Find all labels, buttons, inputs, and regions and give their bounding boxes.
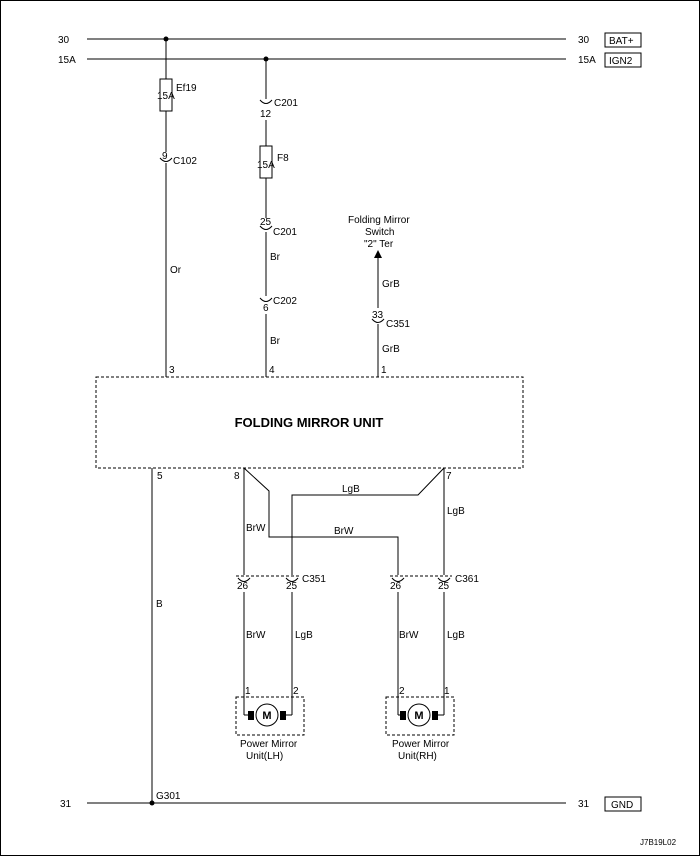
c102-pin: 9	[162, 151, 168, 162]
motor-rh: 2 1 M Power Mirror Unit(RH)	[385, 686, 455, 762]
motor-lh-box	[235, 696, 305, 736]
connector-c201-b	[259, 225, 273, 230]
c201-b-pin: 25	[260, 217, 272, 228]
connector-c351-top	[371, 318, 385, 323]
wire-lgb-lh-label: LgB	[295, 630, 313, 641]
wire-brw-rh-label: BrW	[399, 630, 419, 641]
ign-terminal-label: IGN2	[609, 56, 633, 67]
motor-lh-symbol: M	[262, 710, 271, 722]
wire-brw-lh-label: BrW	[246, 630, 266, 641]
motor-lh-label-1: Power Mirror	[240, 739, 298, 750]
wire-brw-left-label: BrW	[246, 523, 266, 534]
wire-brw-mid-label: BrW	[334, 526, 354, 537]
c351-lh-pin-a: 26	[237, 581, 249, 592]
connector-c202	[259, 297, 273, 302]
c351-top-name: C351	[386, 319, 410, 330]
c361-pin-a: 26	[390, 581, 402, 592]
branch-ef19: Ef19 15A 9 C102 Or	[157, 39, 197, 377]
motor-rh-symbol: M	[414, 710, 423, 722]
c361-pin-b: 25	[438, 581, 450, 592]
unit-pin-8: 8	[234, 471, 240, 482]
wire-br-bottom-label: Br	[270, 336, 281, 347]
fuse-f8-name: F8	[277, 153, 289, 164]
unit-box	[95, 376, 524, 469]
bat-rail: 30 30 BAT+	[58, 32, 642, 48]
branch-switch: Folding Mirror Switch "2" Ter GrB 33 C35…	[348, 215, 410, 377]
c102-name: C102	[173, 156, 197, 167]
unit-pin-5: 5	[157, 471, 163, 482]
unit-title: FOLDING MIRROR UNIT	[235, 415, 384, 430]
c351-lh-pin-b: 25	[286, 581, 298, 592]
gnd-rail-left-label: 31	[60, 799, 72, 810]
folding-mirror-unit: FOLDING MIRROR UNIT 3 4 1 5 8 7	[95, 365, 524, 482]
motor-rh-pin-a: 2	[399, 686, 405, 697]
fuse-ef19-name: Ef19	[176, 83, 197, 94]
gnd-rail-right-label: 31	[578, 799, 590, 810]
gnd-terminal-label: GND	[611, 800, 633, 811]
wire-lgb-right-label: LgB	[447, 506, 465, 517]
c201-a-pin: 12	[260, 109, 272, 120]
unit-pin-4: 4	[269, 365, 275, 376]
wire-or-label: Or	[170, 265, 182, 276]
ign-terminal-box	[604, 52, 642, 68]
wire-lgb-top-label: LgB	[342, 484, 360, 495]
ign-rail-right-label: 15A	[578, 55, 596, 66]
ground-g301-label: G301	[156, 791, 181, 802]
c361-name: C361	[455, 574, 479, 585]
switch-label-line3: "2" Ter	[364, 239, 394, 250]
unit-pin-7: 7	[446, 471, 452, 482]
ign-rail-left-label: 15A	[58, 55, 76, 66]
motor-rh-brush-left	[400, 711, 406, 720]
branch-ground: B	[151, 468, 163, 803]
branch-f8: C201 12 F8 15A 25 C201 Br C202 6 Br	[257, 59, 298, 377]
wire-b-label: B	[156, 599, 163, 610]
bat-terminal-box	[604, 32, 642, 48]
motor-rh-label-1: Power Mirror	[392, 739, 450, 750]
c351-lh-name: C351	[302, 574, 326, 585]
c201-a-name: C201	[274, 98, 298, 109]
motor-rh-pin-b: 1	[444, 686, 450, 697]
ign-rail: 15A 15A IGN2	[58, 52, 642, 68]
bat-terminal-label: BAT+	[609, 36, 634, 47]
switch-label-line2: Switch	[365, 227, 394, 238]
diagram-code: J7B19L02	[640, 838, 677, 847]
motor-lh-label-2: Unit(LH)	[246, 751, 283, 762]
c202-name: C202	[273, 296, 297, 307]
c351-top-pin: 33	[372, 310, 384, 321]
motor-rh-label-2: Unit(RH)	[398, 751, 437, 762]
fuse-ef19-rating: 15A	[157, 91, 175, 102]
unit-pin-3: 3	[169, 365, 175, 376]
motor-rh-icon	[407, 703, 431, 727]
motor-lh: 1 2 M Power Mirror Unit(LH)	[235, 686, 305, 762]
motor-lh-brush-right	[280, 711, 286, 720]
wire-grb-top-label: GrB	[382, 279, 400, 290]
motor-rh-brush-right	[432, 711, 438, 720]
connector-c102	[159, 157, 173, 162]
ground-junction-dot	[149, 800, 155, 806]
connector-c361-rh: 26 25 C361 BrW LgB	[390, 574, 479, 715]
bat-rail-left-label: 30	[58, 35, 70, 46]
gnd-terminal-box	[604, 796, 642, 812]
wire-grb-bottom-label: GrB	[382, 344, 400, 355]
wire-br-top-label: Br	[270, 252, 281, 263]
unit-pin-1: 1	[381, 365, 387, 376]
bat-rail-right-label: 30	[578, 35, 590, 46]
switch-label-line1: Folding Mirror	[348, 215, 410, 226]
motor-lh-pin-a: 1	[245, 686, 251, 697]
motor-rh-box	[385, 696, 455, 736]
motor-lh-brush-left	[248, 711, 254, 720]
motor-lh-icon	[255, 703, 279, 727]
fuse-f8-rating: 15A	[257, 160, 275, 171]
c201-b-name: C201	[273, 227, 297, 238]
connector-c201-a	[259, 99, 273, 104]
c202-pin: 6	[263, 303, 269, 314]
motor-lh-pin-b: 2	[293, 686, 299, 697]
arrow-up-icon	[374, 250, 382, 258]
connector-c351-lh: 26 25 C351 BrW LgB	[236, 574, 326, 715]
wire-lgb-rh-label: LgB	[447, 630, 465, 641]
output-wiring: BrW BrW LgB LgB	[243, 467, 465, 575]
gnd-rail: 31 31 GND G301	[60, 791, 642, 812]
